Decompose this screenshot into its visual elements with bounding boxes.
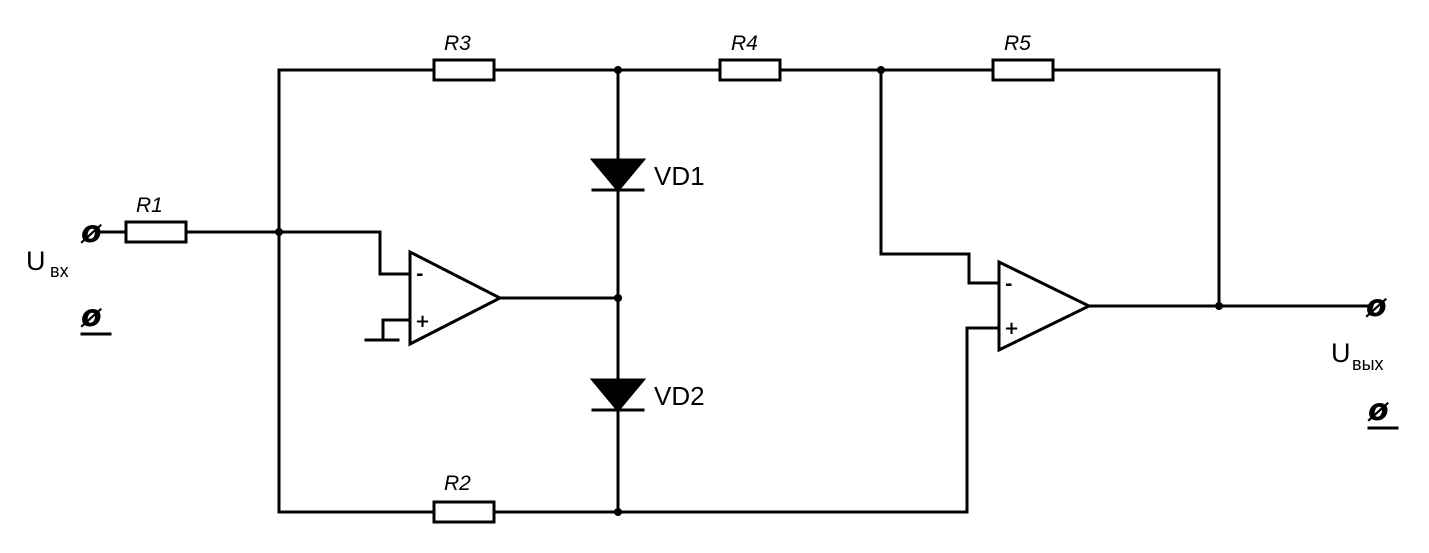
- input-ground-terminal-symbol: ø: [80, 299, 102, 334]
- resistor-r4: R4: [718, 32, 782, 82]
- junctions: [275, 66, 1223, 516]
- output-voltage-sub: вых: [1352, 354, 1384, 374]
- diode-vd2-label: VD2: [654, 381, 705, 411]
- output-terminal: ø: [1365, 289, 1387, 324]
- resistor-r3: R3: [432, 32, 496, 82]
- junction-dot: [1215, 302, 1223, 310]
- input-terminal: ø: [80, 215, 102, 250]
- output-ground-terminal: ø: [1367, 393, 1399, 430]
- resistor-r1: R1: [124, 194, 188, 244]
- input-voltage-sub: вх: [50, 261, 69, 281]
- resistor-r4-label: R4: [731, 32, 758, 55]
- resistor-r3-label: R3: [444, 32, 471, 55]
- output-terminal-symbol: ø: [1365, 289, 1387, 324]
- junction-dot: [614, 294, 622, 302]
- input-terminal-symbol: ø: [80, 215, 102, 250]
- junction-dot: [614, 66, 622, 74]
- opamp-1-inverting-sign: -: [416, 264, 423, 285]
- output-ground-terminal-symbol: ø: [1367, 393, 1389, 428]
- diode-vd2: VD2: [589, 378, 705, 413]
- diode-vd1-label: VD1: [654, 161, 705, 191]
- opamp-1-noninverting-sign: +: [415, 311, 430, 332]
- output-voltage-label: U вых: [1331, 338, 1384, 374]
- junction-dot: [877, 66, 885, 74]
- input-ground-terminal: ø: [80, 299, 112, 336]
- input-voltage-label: U вх: [26, 246, 69, 281]
- resistor-r2-label: R2: [444, 472, 471, 495]
- output-voltage-main: U: [1331, 338, 1351, 368]
- diode-vd1: VD1: [589, 158, 705, 193]
- opamp-2-noninverting-sign: +: [1004, 318, 1019, 339]
- resistor-r1-label: R1: [136, 194, 163, 217]
- opamp-1: - +: [408, 249, 504, 347]
- junction-dot: [614, 508, 622, 516]
- opamp-2-inverting-sign: -: [1005, 274, 1012, 295]
- resistor-r5: R5: [991, 32, 1055, 82]
- input-voltage-main: U: [26, 246, 46, 276]
- junction-dot: [275, 228, 283, 236]
- wires: [98, 68, 1374, 514]
- resistor-r2: R2: [432, 472, 496, 524]
- opamp-2: - +: [997, 259, 1093, 353]
- resistor-r5-label: R5: [1004, 32, 1031, 55]
